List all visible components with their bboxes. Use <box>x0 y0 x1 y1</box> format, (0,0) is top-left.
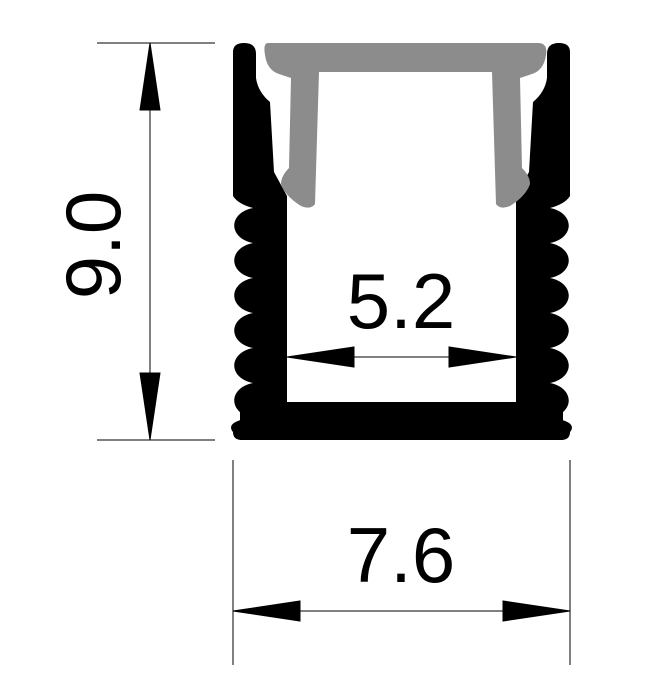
profile-base <box>240 402 563 440</box>
arrow-down-icon <box>139 372 161 441</box>
height-label: 9.0 <box>49 191 137 299</box>
arrow-right-icon <box>448 346 517 368</box>
outer-width-dimension <box>232 460 571 665</box>
left-wall <box>231 43 287 440</box>
inner-width-label: 5.2 <box>347 257 455 345</box>
arrow-right-icon <box>502 600 571 622</box>
height-dimension <box>97 42 215 441</box>
arrow-up-icon <box>139 42 161 111</box>
arrow-left-icon <box>232 600 301 622</box>
inner-width-dimension <box>286 346 517 368</box>
arrow-left-icon <box>286 346 355 368</box>
outer-width-label: 7.6 <box>347 511 455 599</box>
diffuser-cover <box>264 43 547 208</box>
aluminium-profile <box>231 43 572 440</box>
right-wall <box>516 43 572 440</box>
